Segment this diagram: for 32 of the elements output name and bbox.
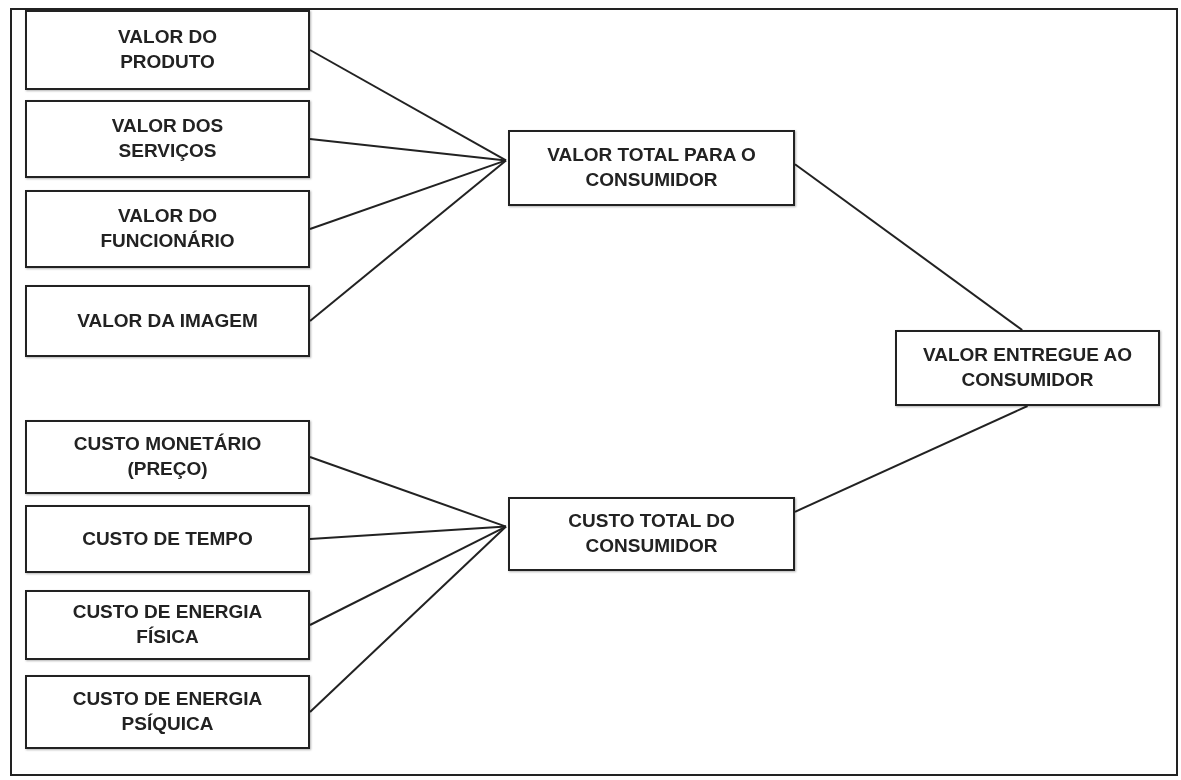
- box-label: CUSTO MONETÁRIO (PREÇO): [72, 432, 263, 481]
- connector-line: [309, 456, 507, 528]
- label-box: [25, 675, 310, 749]
- box-label: VALOR ENTREGUE AO CONSUMIDOR: [922, 343, 1133, 392]
- box-label: CUSTO DE ENERGIA FÍSICA: [71, 600, 264, 649]
- connector-line: [309, 525, 507, 540]
- box-label: CUSTO DE ENERGIA PSÍQUICA: [71, 687, 264, 736]
- label-box: [25, 190, 310, 268]
- connector-line: [309, 525, 507, 713]
- label-box: [508, 130, 795, 206]
- connector-line: [309, 159, 507, 322]
- label-box: [25, 420, 310, 494]
- label-box: [25, 285, 310, 357]
- box-label: VALOR TOTAL PARA O CONSUMIDOR: [546, 143, 757, 192]
- connector-line: [309, 159, 507, 230]
- box-label: VALOR DA IMAGEM: [77, 308, 258, 333]
- connector-line: [309, 525, 507, 626]
- label-box: [25, 10, 310, 90]
- box-label: CUSTO TOTAL DO CONSUMIDOR: [567, 509, 736, 558]
- connector-line: [794, 405, 1029, 513]
- label-box: [25, 100, 310, 178]
- box-label: VALOR DO PRODUTO: [117, 25, 218, 74]
- label-box: [25, 590, 310, 660]
- box-label: VALOR DO FUNCIONÁRIO: [99, 204, 236, 253]
- label-box: [508, 497, 795, 571]
- connector-line: [794, 163, 1024, 331]
- label-box: [25, 505, 310, 573]
- connector-line: [309, 138, 507, 162]
- box-label: CUSTO DE TEMPO: [82, 526, 253, 551]
- connector-line: [309, 49, 507, 162]
- label-box: [895, 330, 1160, 406]
- box-label: VALOR DOS SERVIÇOS: [110, 114, 225, 163]
